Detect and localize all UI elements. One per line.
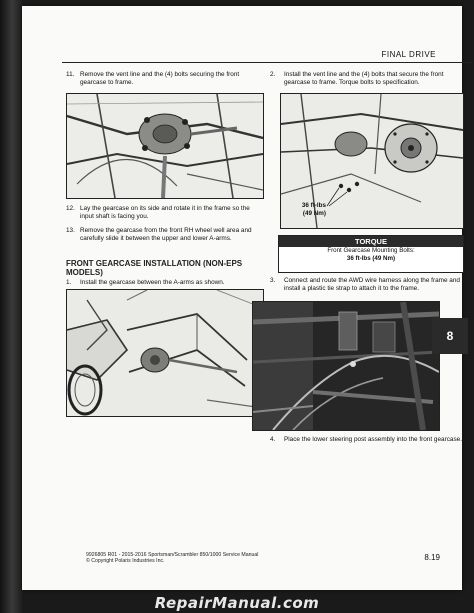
awd-harness-photo bbox=[253, 302, 439, 430]
footer-copyright-line: © Copyright Polaris Industries Inc. bbox=[86, 558, 165, 565]
gearcase-install-illustration bbox=[67, 290, 263, 416]
torque-label: Front Gearcase Mounting Bolts: bbox=[327, 247, 415, 254]
watermark-text: RepairManual.com bbox=[154, 593, 320, 612]
torque-spec-box: TORQUE Front Gearcase Mounting Bolts: 36… bbox=[278, 235, 464, 273]
step-4: 4. Place the lower steering post assembl… bbox=[270, 436, 462, 444]
book-spine bbox=[0, 0, 22, 613]
step-number: 2. bbox=[270, 71, 276, 78]
step-number: 3. bbox=[270, 277, 276, 284]
step-3: 3. Connect and route the AWD wire harnes… bbox=[270, 277, 462, 293]
manual-page: FINAL DRIVE 11. Remove the vent line and… bbox=[22, 6, 472, 590]
torque-callout: 36 ft-lbs (49 Nm) bbox=[286, 202, 326, 217]
step-text: Install the vent line and the (4) bolts … bbox=[284, 71, 444, 86]
step-text: Remove the vent line and the (4) bolts s… bbox=[80, 71, 240, 86]
figure-gearcase-bolts bbox=[280, 93, 464, 229]
step-1: 1. Install the gearcase between the A-ar… bbox=[66, 279, 262, 287]
page-number: 8.19 bbox=[424, 553, 440, 562]
step-text: Place the lower steering post assembly i… bbox=[284, 436, 462, 443]
footer-manual-line: 9926805 R01 - 2015-2016 Sportsman/Scramb… bbox=[86, 552, 259, 558]
torque-value: 36 ft-lbs (49 Nm) bbox=[346, 255, 396, 262]
step-number: 1. bbox=[66, 279, 72, 286]
step-text: Lay the gearcase on its side and rotate … bbox=[80, 205, 250, 220]
figure-awd-harness-photo bbox=[252, 301, 440, 431]
header-rule bbox=[62, 62, 472, 63]
figure-gearcase-install bbox=[66, 289, 264, 417]
gearcase-bolts-illustration bbox=[281, 94, 463, 228]
step-13: 13. Remove the gearcase from the front R… bbox=[66, 227, 262, 243]
step-12: 12. Lay the gearcase on its side and rot… bbox=[66, 205, 262, 221]
figure-gearcase-removal bbox=[66, 93, 264, 199]
step-number: 4. bbox=[270, 436, 276, 443]
gearcase-removal-illustration bbox=[67, 94, 263, 198]
step-text: Remove the gearcase from the front RH wh… bbox=[80, 227, 252, 242]
torque-heading: TORQUE bbox=[279, 236, 463, 247]
chapter-tab: 8 bbox=[432, 318, 468, 354]
step-number: 13. bbox=[66, 227, 75, 234]
step-2: 2. Install the vent line and the (4) bol… bbox=[270, 71, 462, 87]
callout-nm: (49 Nm) bbox=[302, 209, 326, 217]
step-11: 11. Remove the vent line and the (4) bol… bbox=[66, 71, 262, 87]
step-number: 11. bbox=[66, 71, 75, 78]
step-number: 12. bbox=[66, 205, 75, 212]
callout-ftlbs: 36 ft-lbs bbox=[301, 202, 326, 209]
section-title: FINAL DRIVE bbox=[381, 50, 436, 59]
step-text: Connect and route the AWD wire harness a… bbox=[284, 277, 460, 292]
section-heading-installation: FRONT GEARCASE INSTALLATION (NON-EPS MOD… bbox=[66, 259, 243, 277]
step-text: Install the gearcase between the A-arms … bbox=[80, 279, 225, 286]
footer-manual-info: 9926805 R01 - 2015-2016 Sportsman/Scramb… bbox=[86, 552, 258, 564]
